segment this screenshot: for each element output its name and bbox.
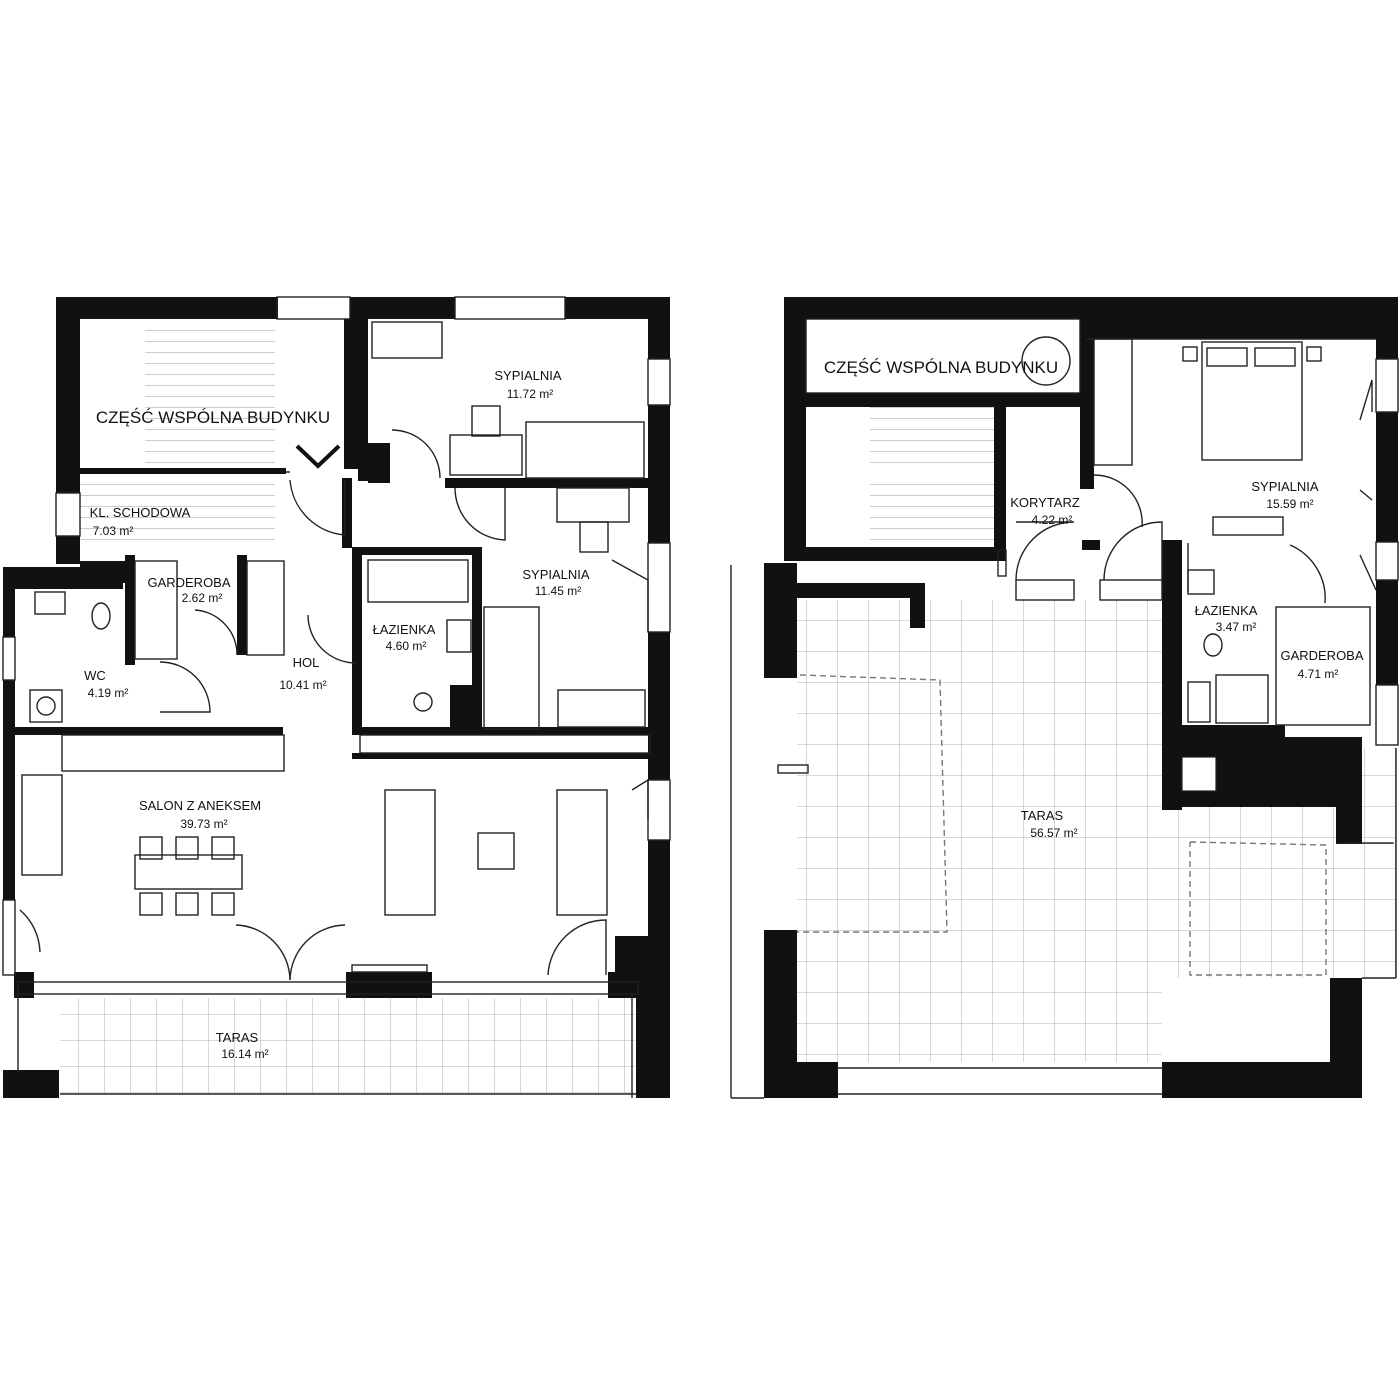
room-area: 4.19 m² xyxy=(88,686,129,700)
room-name: SYPIALNIA xyxy=(494,368,562,383)
floor-1-walls xyxy=(3,297,670,1098)
room-area: 4.71 m² xyxy=(1298,667,1339,681)
room-area: 15.59 m² xyxy=(1266,497,1313,511)
terrace-floor-2-tiles xyxy=(797,600,1162,1062)
room-name: ŁAZIENKA xyxy=(373,622,436,637)
plan-floor-1: CZĘŚĆ WSPÓLNA BUDYNKU KL. SCHODOWA 7.03 … xyxy=(2,296,671,1098)
room-area: 39.73 m² xyxy=(180,817,227,831)
entrance-chevron-icon xyxy=(295,444,341,469)
floor-2-walls xyxy=(764,297,1398,1098)
floor-2-labels: CZĘŚĆ WSPÓLNA BUDYNKU KORYTARZ 4.22 m² S… xyxy=(824,358,1364,840)
room-area: 10.41 m² xyxy=(279,678,326,692)
room-area: 7.03 m² xyxy=(93,524,134,538)
room-area: 11.72 m² xyxy=(507,387,553,401)
room-name: TARAS xyxy=(1021,808,1064,823)
room-area: 2.62 m² xyxy=(182,591,223,605)
room-area: 3.47 m² xyxy=(1216,620,1257,634)
terrace-floor-2-tiles-right xyxy=(1162,800,1332,978)
room-area: 16.14 m² xyxy=(221,1047,268,1061)
floor-1-thin-lines xyxy=(2,296,671,1098)
floor-2-thin-lines xyxy=(730,318,1399,1099)
room-area: 4.60 m² xyxy=(386,639,427,653)
room-name: KL. SCHODOWA xyxy=(90,505,191,520)
room-area: 56.57 m² xyxy=(1030,826,1077,840)
room-name: SYPIALNIA xyxy=(1251,479,1319,494)
terrace-floor-1-tiles xyxy=(60,998,635,1093)
room-name: CZĘŚĆ WSPÓLNA BUDYNKU xyxy=(824,358,1058,377)
plan-floor-2: CZĘŚĆ WSPÓLNA BUDYNKU KORYTARZ 4.22 m² S… xyxy=(730,297,1399,1099)
room-area: 4.22 m² xyxy=(1032,513,1073,527)
staircase-1-steps xyxy=(145,330,275,468)
room-name: KORYTARZ xyxy=(1010,495,1080,510)
staircase-2-steps xyxy=(80,478,275,546)
room-name: GARDEROBA xyxy=(147,575,230,590)
room-name: ŁAZIENKA xyxy=(1195,603,1258,618)
room-name: SYPIALNIA xyxy=(522,567,590,582)
room-name: HOL xyxy=(293,655,320,670)
room-name: CZĘŚĆ WSPÓLNA BUDYNKU xyxy=(96,408,330,427)
room-name: GARDEROBA xyxy=(1280,648,1363,663)
room-area: 11.45 m² xyxy=(535,584,581,598)
room-name: SALON Z ANEKSEM xyxy=(139,798,261,813)
room-name: TARAS xyxy=(216,1030,259,1045)
floor-1-labels: CZĘŚĆ WSPÓLNA BUDYNKU KL. SCHODOWA 7.03 … xyxy=(84,368,590,1061)
room-name: WC xyxy=(84,668,106,683)
